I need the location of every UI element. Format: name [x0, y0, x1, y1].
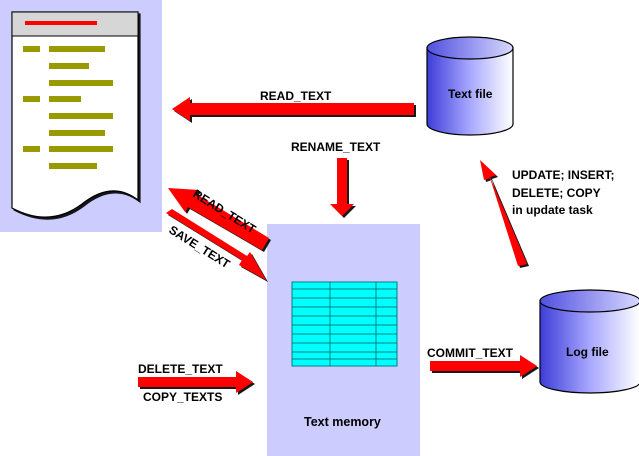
arrows [138, 97, 537, 393]
arrow-read-text-to-document-diagonal [168, 188, 269, 250]
log-file-label: Log file [566, 345, 609, 359]
document-title-bar [25, 21, 97, 25]
arrow-delete-copy-to-memory [138, 371, 253, 393]
document-text-bars [23, 46, 113, 169]
arrow-read-text-to-document [172, 97, 414, 121]
table-grid-icon [291, 281, 398, 367]
arrow-rename-text-down [330, 158, 354, 216]
text-file-label: Text file [448, 87, 493, 101]
log-file-node: Log file [539, 289, 639, 394]
arrow-commit-text-to-log [430, 355, 537, 377]
label-copy-texts: COPY_TEXTS [143, 390, 222, 404]
database-cylinder-icon [426, 36, 514, 136]
label-rename-text: RENAME_TEXT [291, 140, 381, 154]
arrow-log-to-text-file [480, 160, 527, 266]
label-read-text-top: READ_TEXT [260, 89, 332, 103]
text-memory-label: Text memory [304, 415, 381, 429]
label-update-task-line-1: UPDATE; INSERT; [512, 168, 614, 182]
label-delete-text: DELETE_TEXT [138, 362, 223, 376]
database-cylinder-icon [539, 289, 639, 394]
label-update-task-line-2: DELETE; COPY [512, 186, 601, 200]
document-area [0, 0, 162, 232]
text-file-node: Text file [426, 36, 514, 136]
document-icon [11, 11, 139, 218]
arrow-save-text-to-memory [166, 209, 266, 280]
label-update-task-line-3: in update task [512, 203, 593, 217]
text-memory-area: Text memory [267, 224, 420, 456]
label-commit-text: COMMIT_TEXT [427, 346, 514, 360]
